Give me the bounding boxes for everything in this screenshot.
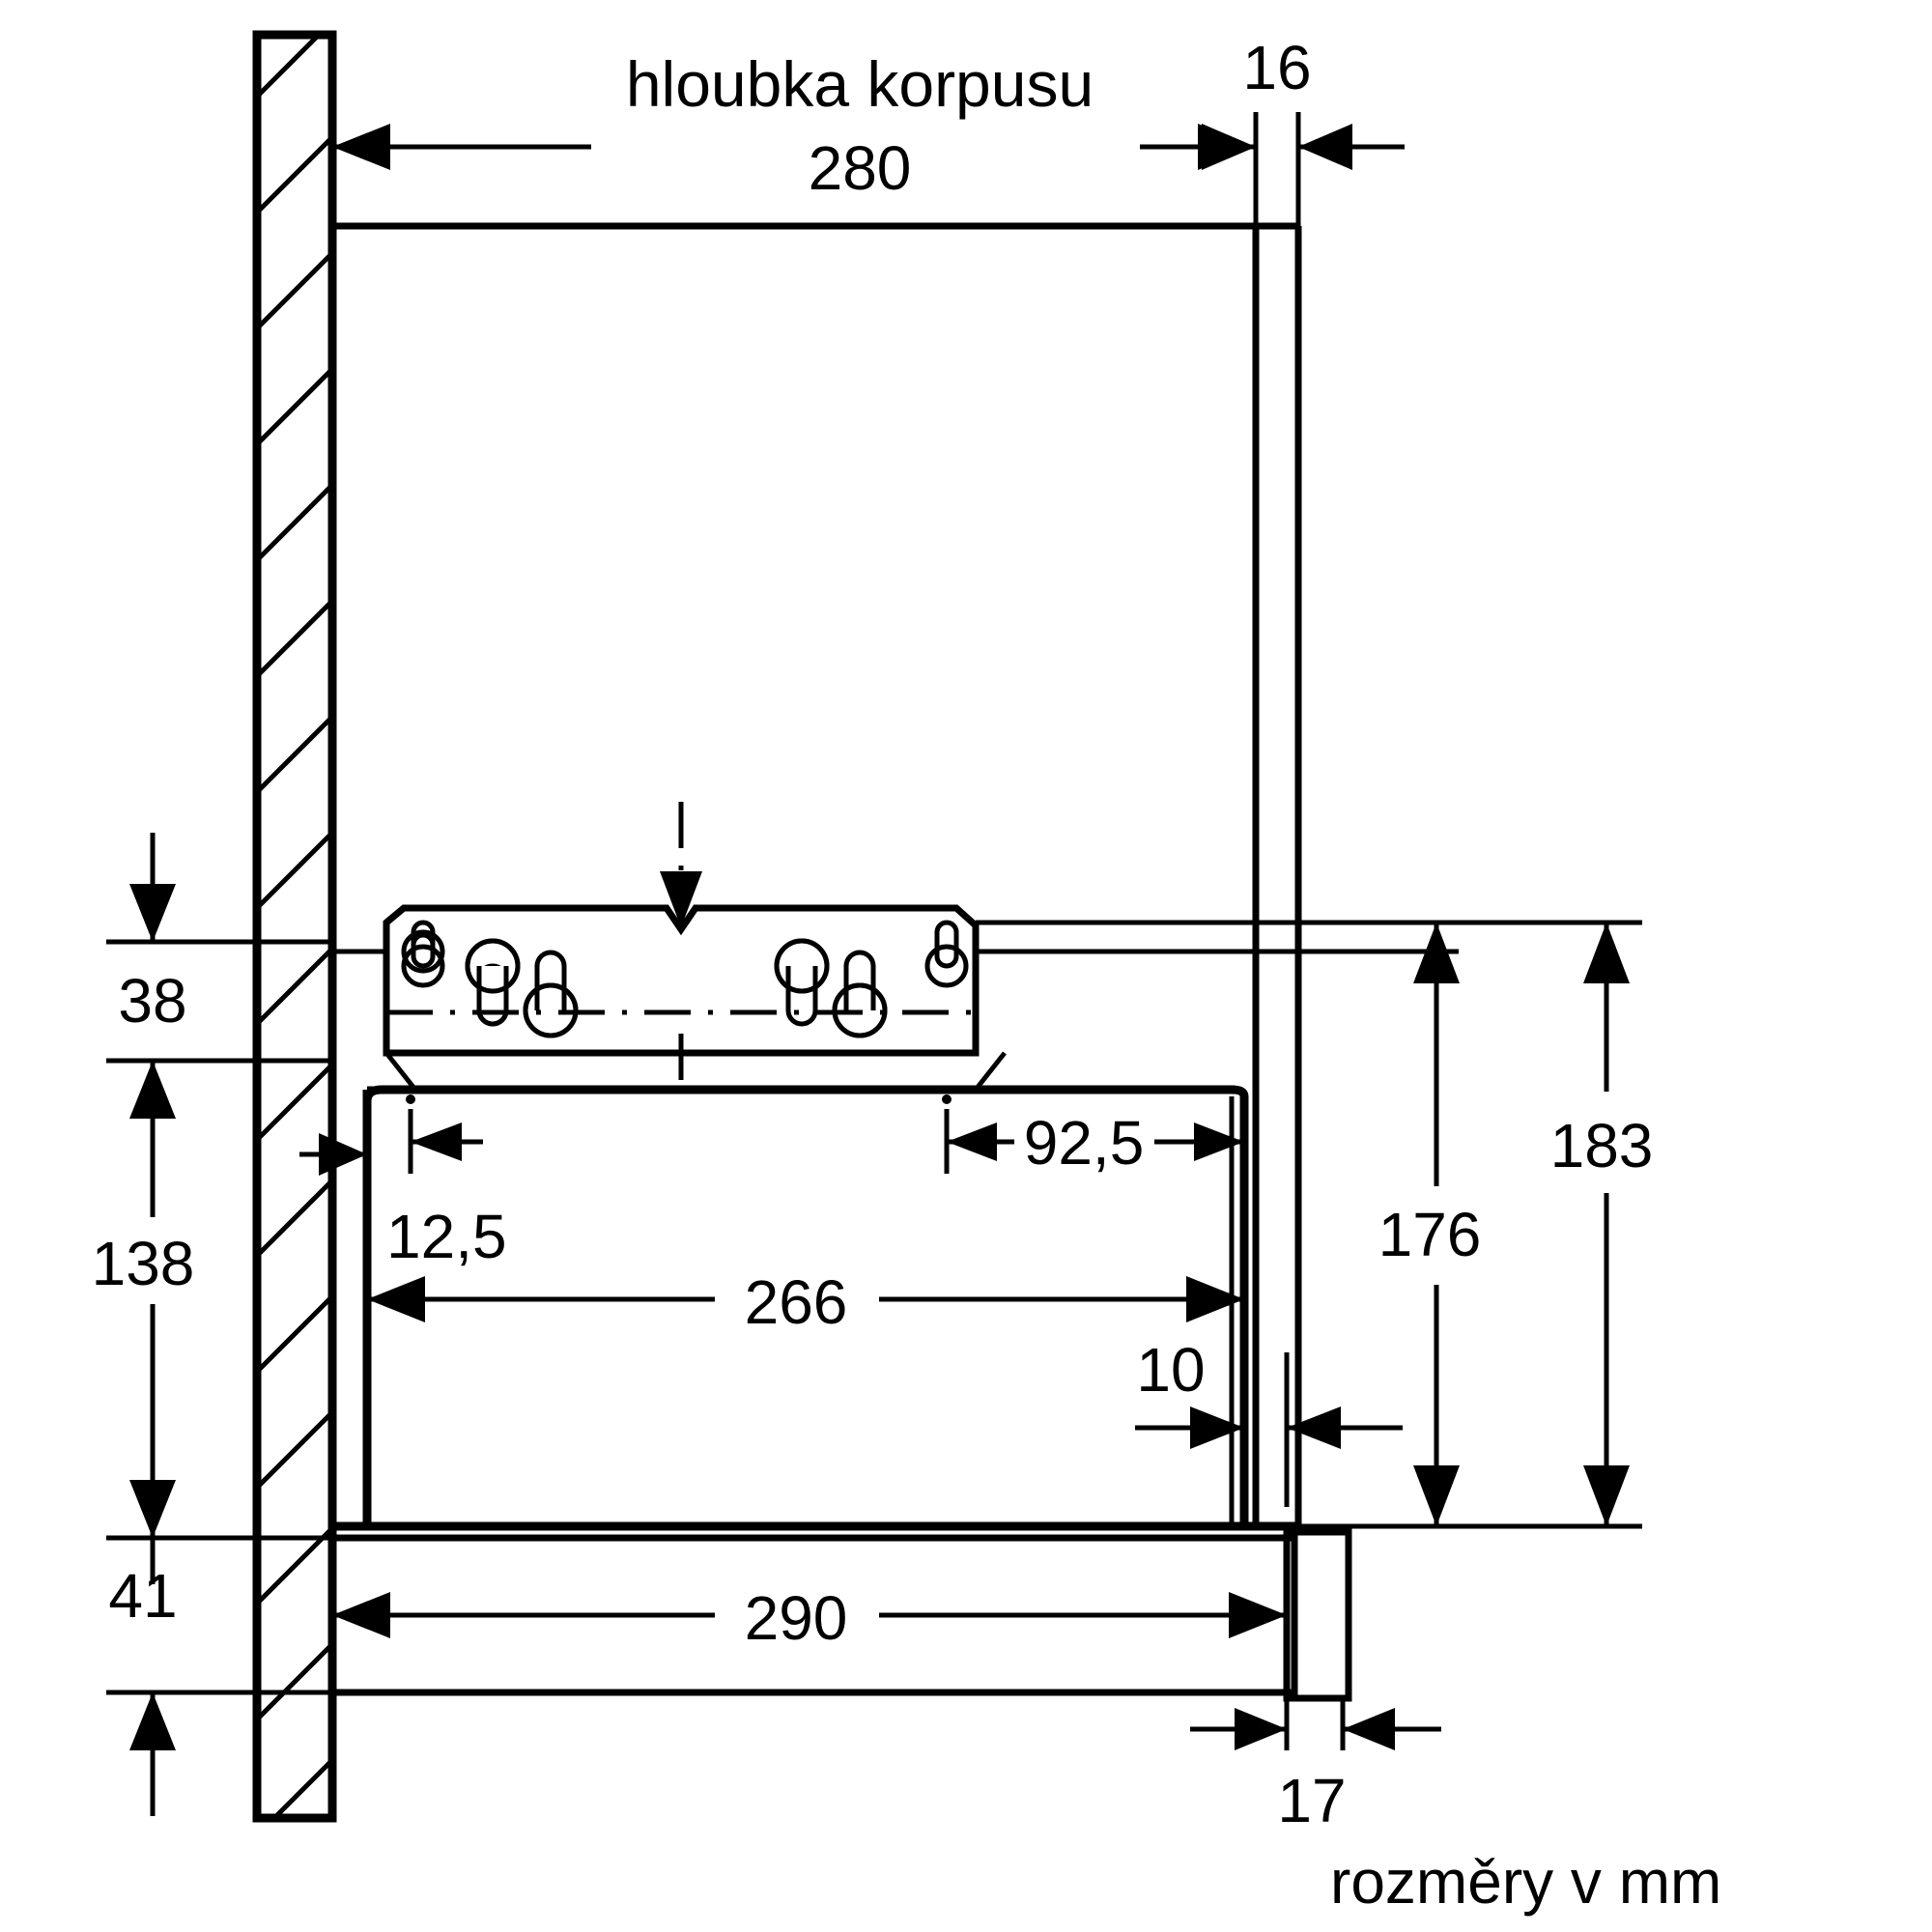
arrow-up-176 bbox=[1413, 923, 1460, 983]
cabinet-depth-label: hloubka korpusu bbox=[626, 48, 1094, 120]
dim-17-value: 17 bbox=[1277, 1766, 1346, 1835]
arrow-right-266 bbox=[1186, 1276, 1244, 1322]
dimension-17: 17 bbox=[1190, 1698, 1441, 1835]
arrow-right-16 bbox=[1202, 124, 1256, 170]
units-note: rozměry v mm bbox=[1330, 1847, 1721, 1917]
keyhole-slot-inner-right-a bbox=[774, 938, 830, 1027]
arrow-left-266 bbox=[367, 1276, 425, 1322]
arrow-left bbox=[332, 124, 390, 170]
arrow-down-38 bbox=[129, 884, 176, 942]
dim-92-5-value: 92,5 bbox=[1024, 1108, 1145, 1178]
hood-body bbox=[362, 1051, 1249, 1531]
arrow-down-138 bbox=[129, 1480, 176, 1538]
arrow-right-17 bbox=[1235, 1708, 1287, 1750]
dimension-138: 138 bbox=[92, 1061, 332, 1541]
dim-138-value: 138 bbox=[92, 1229, 195, 1298]
dim-266-value: 266 bbox=[745, 1267, 848, 1337]
panel-thickness-value: 16 bbox=[1242, 33, 1311, 102]
arrow-left-290 bbox=[332, 1592, 390, 1638]
dimension-92-5: 92,5 bbox=[942, 1094, 1244, 1178]
arrow-left-12-5 bbox=[411, 1122, 462, 1161]
dim-183-value: 183 bbox=[1550, 1111, 1654, 1180]
wall-section bbox=[252, 30, 337, 1823]
arrow-left-16 bbox=[1298, 124, 1352, 170]
dimension-38: 38 bbox=[106, 833, 332, 1169]
arrow-up-41 bbox=[129, 1692, 176, 1750]
keyhole-slot-inner-left-a bbox=[465, 938, 521, 1027]
arrow-down-183 bbox=[1583, 1465, 1630, 1526]
dim-10-value: 10 bbox=[1136, 1335, 1205, 1405]
wall-face-arrow bbox=[299, 1133, 367, 1176]
arrow-left-17 bbox=[1343, 1708, 1395, 1750]
dimension-cabinet-depth: hloubka korpusu 280 bbox=[332, 48, 1256, 203]
wall-hatching bbox=[257, 35, 332, 1818]
arrow-up-183 bbox=[1583, 923, 1630, 983]
dim-38-value: 38 bbox=[118, 966, 186, 1036]
dim-12-5-value: 12,5 bbox=[386, 1202, 507, 1271]
dimension-10: 10 bbox=[1135, 1335, 1403, 1507]
arrow-right-10 bbox=[1190, 1406, 1244, 1449]
arrow-down-center bbox=[660, 871, 702, 927]
keyhole-slot-outer-right bbox=[924, 920, 969, 988]
dim-290-value: 290 bbox=[745, 1583, 848, 1653]
arrow-right-290 bbox=[1229, 1592, 1287, 1638]
arrow-left-10 bbox=[1287, 1406, 1341, 1449]
dimension-12-5: 12,5 bbox=[386, 1094, 507, 1271]
dimension-266: 266 bbox=[367, 1267, 1244, 1337]
arrow-down-176 bbox=[1413, 1465, 1460, 1526]
dimension-panel-thickness-16: 16 bbox=[1150, 33, 1405, 226]
dimension-176: 176 bbox=[1298, 920, 1642, 1529]
dimension-41: 41 bbox=[106, 1538, 332, 1816]
keyhole-slot-inner-left-b bbox=[523, 950, 579, 1038]
dim-41-value: 41 bbox=[108, 1561, 177, 1631]
keyhole-slot-inner-right-b bbox=[832, 950, 888, 1038]
cabinet-outline bbox=[332, 222, 1302, 1526]
keyhole-slot-outer-left bbox=[401, 920, 445, 988]
cabinet-depth-value: 280 bbox=[809, 133, 912, 203]
dim-176-value: 176 bbox=[1378, 1200, 1482, 1269]
arrow-left-92-5 bbox=[947, 1122, 997, 1161]
dimension-183: 183 bbox=[1298, 920, 1654, 1526]
arrow-right-92-5 bbox=[1194, 1122, 1244, 1161]
dimension-290: 290 bbox=[332, 1583, 1287, 1653]
